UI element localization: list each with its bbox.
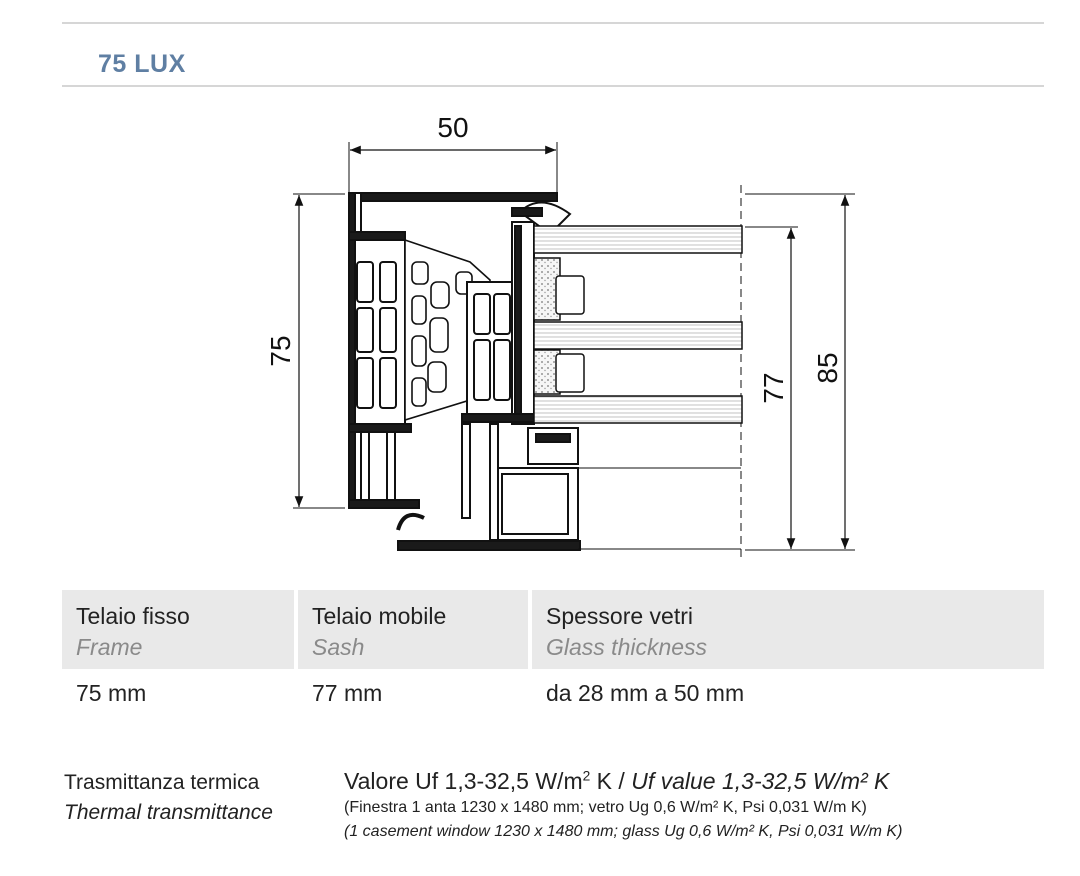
header-glass-label-en: Glass thickness	[546, 634, 708, 660]
thermal-value-block: Valore Uf 1,3-32,5 W/m2 K / Uf value 1,3…	[344, 766, 902, 844]
dimension-total-height	[745, 193, 855, 549]
header-glass-label: Spessore vetri	[546, 603, 694, 629]
header-sash: Telaio mobile Sash	[298, 590, 528, 669]
header-frame-label-en: Frame	[76, 634, 143, 660]
thermal-value: Valore Uf 1,3-32,5 W/m2 K / Uf value 1,3…	[344, 766, 902, 796]
thermal-label: Trasmittanza termica	[64, 771, 260, 794]
value-frame: 75 mm	[76, 680, 147, 706]
spec-table-values: 75 mm 77 mm da 28 mm a 50 mm	[62, 680, 1044, 707]
fixed-frame-profile	[348, 192, 581, 551]
header-frame: Telaio fisso Frame	[62, 590, 294, 669]
dim-label-77: 77	[758, 372, 789, 403]
value-glass: da 28 mm a 50 mm	[546, 680, 745, 706]
thermal-label-block: Trasmittanza termica Thermal transmittan…	[64, 768, 273, 828]
glazing-unit	[533, 225, 743, 550]
thermal-value-sup: 2	[582, 768, 591, 784]
thermal-value-it: Valore Uf 1,3-32,5 W/m	[344, 768, 583, 794]
thermal-value-en: Uf value 1,3-32,5 W/m² K	[631, 768, 890, 794]
value-sash: 77 mm	[312, 680, 383, 706]
thermal-note-en: (1 casement window 1230 x 1480 mm; glass…	[344, 823, 903, 840]
header-sash-label: Telaio mobile	[312, 603, 447, 629]
dim-label-85: 85	[812, 352, 843, 383]
title-divider	[62, 85, 1044, 87]
dim-label-50: 50	[437, 112, 468, 143]
top-divider	[62, 22, 1044, 24]
dimension-sash-height	[745, 226, 855, 551]
product-title: 75 LUX	[98, 50, 186, 78]
sash-profile	[461, 201, 579, 541]
thermal-note: (Finestra 1 anta 1230 x 1480 mm; vetro U…	[344, 799, 867, 816]
profile-section-drawing: 50 75 77 85	[265, 112, 855, 560]
header-frame-label: Telaio fisso	[76, 603, 190, 629]
header-glass: Spessore vetri Glass thickness	[532, 590, 1044, 669]
dimension-width	[348, 142, 558, 198]
spec-table-header: Telaio fisso Frame Telaio mobile Sash Sp…	[62, 590, 1044, 669]
spec-table: Telaio fisso Frame Telaio mobile Sash Sp…	[62, 590, 1044, 707]
dimension-frame-height	[293, 193, 345, 509]
thermal-label-en: Thermal transmittance	[64, 801, 273, 824]
dim-label-75: 75	[265, 335, 296, 366]
header-sash-label-en: Sash	[312, 634, 365, 660]
thermal-value-mid: K /	[590, 768, 632, 794]
